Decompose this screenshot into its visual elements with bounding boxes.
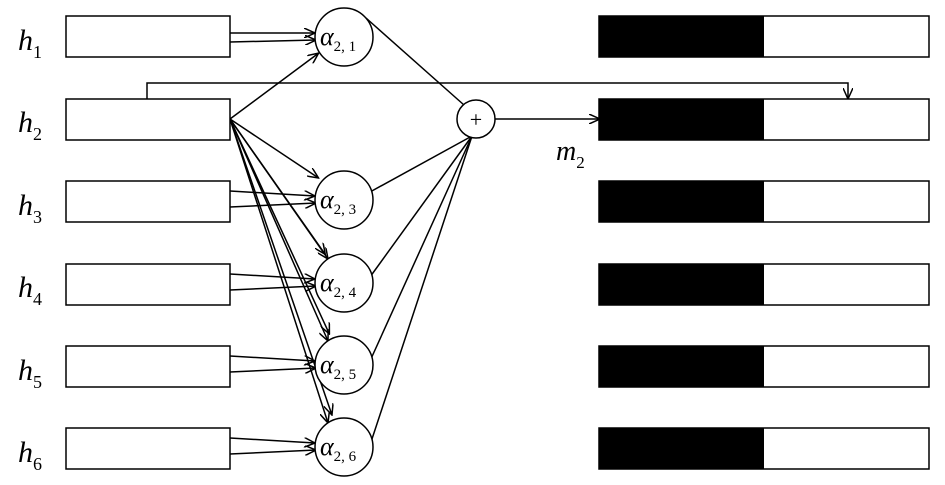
edge-h1-a21-lower — [229, 40, 316, 42]
hidden-state-row-3: h3 — [18, 180, 231, 227]
masked-vector-fill-1 — [599, 16, 764, 57]
plus-icon: + — [470, 107, 482, 132]
masked-vectors — [598, 15, 930, 470]
hidden-state-box-3 — [65, 180, 231, 223]
attention-node-label-2-5: α2, 5 — [320, 350, 356, 383]
masked-vector-1 — [598, 15, 930, 58]
edge-h3-alpha-upper — [229, 190, 315, 196]
hidden-state-row-6: h6 — [18, 427, 231, 474]
hidden-state-box-5 — [65, 345, 231, 388]
masked-vector-fill-3 — [599, 181, 764, 222]
edge-alpha-sum-1 — [369, 135, 473, 278]
attention-node-label-2-1: α2, 1 — [320, 22, 356, 55]
sum-node-circle — [456, 99, 496, 139]
sum-node: + — [456, 99, 496, 139]
edge-a21-sum — [365, 17, 465, 106]
attention-node-circle-2-6 — [314, 417, 374, 477]
output-label: m2 — [556, 136, 585, 172]
attention-node-label-2-3: α2, 3 — [320, 185, 356, 218]
edge-h2-alpha-extra-3 — [229, 118, 328, 341]
hidden-state-box-1 — [65, 15, 231, 58]
attention-node-2-4: α2, 4 — [314, 253, 374, 313]
attention-node-2-3: α2, 3 — [314, 170, 374, 230]
masked-vector-fill-2 — [599, 99, 764, 140]
attention-node-2-6: α2, 6 — [314, 417, 374, 477]
hidden-state-row-2: h2 — [18, 98, 231, 144]
edge-alpha-sum-2 — [369, 135, 473, 362]
edge-h2-alpha-extra-4 — [229, 118, 328, 423]
masked-vector-2 — [598, 98, 930, 141]
attention-node-circle-2-1 — [314, 7, 374, 67]
edge-h5-alpha-lower — [229, 368, 316, 372]
masked-vector-3 — [598, 180, 930, 223]
masked-vector-4 — [598, 263, 930, 306]
hidden-state-label-1: h1 — [18, 24, 42, 62]
hidden-state-box-2 — [65, 98, 231, 141]
masked-vector-fill-6 — [599, 428, 764, 469]
attention-node-circle-2-5 — [314, 335, 374, 395]
masked-vector-fill-5 — [599, 346, 764, 387]
attention-node-2-1: α2, 1 — [314, 7, 374, 67]
attention-node-circle-2-3 — [314, 170, 374, 230]
hidden-state-row-5: h5 — [18, 345, 231, 392]
hidden-state-label-4: h4 — [18, 271, 42, 309]
hidden-state-label-3: h3 — [18, 189, 42, 227]
masked-vector-5 — [598, 345, 930, 388]
edges — [146, 17, 848, 454]
edge-h5-alpha-upper — [229, 355, 315, 361]
attention-node-circle-2-4 — [314, 253, 374, 313]
attention-node-2-5: α2, 5 — [314, 335, 374, 395]
hidden-state-row-4: h4 — [18, 263, 231, 309]
edge-h3-alpha-lower — [229, 203, 316, 207]
masked-vector-6 — [598, 427, 930, 470]
edge-h4-alpha-lower — [229, 286, 316, 290]
edge-alpha-sum-3 — [369, 135, 473, 446]
edge-h2-alpha-0 — [229, 53, 319, 120]
edge-h2-alpha-1 — [229, 118, 319, 178]
hidden-state-box-4 — [65, 263, 231, 306]
attention-node-label-2-6: α2, 6 — [320, 432, 357, 465]
edge-h2-alpha-extra-2 — [229, 118, 328, 259]
edge-h6-alpha-upper — [229, 437, 315, 443]
edge-h2-skip — [146, 82, 848, 99]
hidden-state-label-5: h5 — [18, 354, 42, 392]
hidden-state-label-2: h2 — [18, 106, 42, 144]
hidden-state-box-6 — [65, 427, 231, 470]
masked-vector-fill-4 — [599, 264, 764, 305]
edge-alpha-sum-0 — [369, 135, 473, 193]
hidden-state-label-6: h6 — [18, 436, 42, 474]
edge-h6-alpha-lower — [229, 450, 316, 454]
attention-node-label-2-4: α2, 4 — [320, 268, 357, 301]
hidden-state-row-1: h1 — [18, 15, 231, 62]
